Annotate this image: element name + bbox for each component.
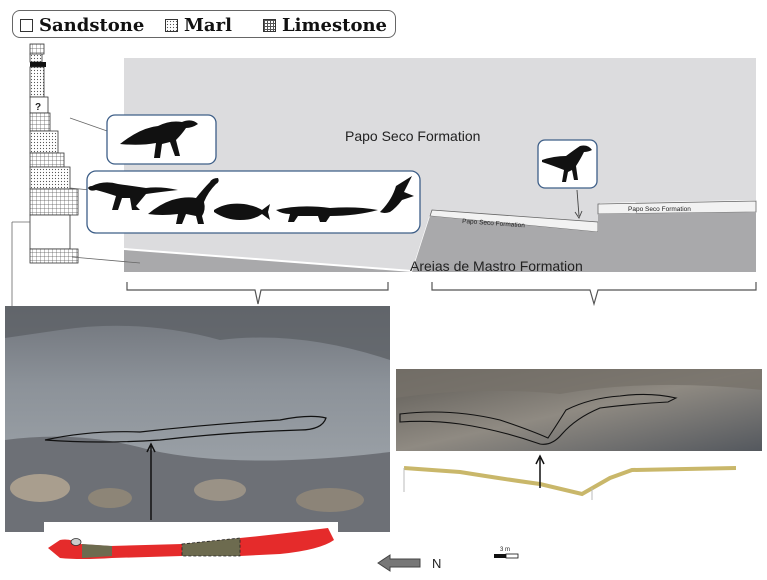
lithology-legend: Sandstone Marl Limestone (12, 10, 396, 38)
limestone-swatch-icon (263, 18, 276, 32)
legend-item-sandstone: Sandstone (20, 14, 144, 36)
arrow-left-icon (377, 554, 421, 572)
outcrop-photo-left (5, 306, 390, 532)
small-theropod-box (537, 139, 598, 189)
section-profile-line (403, 466, 737, 497)
bone-bed-outline-left (44, 415, 327, 443)
marl-swatch-icon (165, 18, 178, 32)
label-areias-de-mastro-formation: Areias de Mastro Formation (410, 258, 583, 274)
bone-bed-outline-right (399, 393, 678, 445)
areias-de-mastro-unit (124, 212, 756, 272)
scale-label: 3 m (500, 547, 510, 553)
crocodile-silhouette-icon (276, 206, 378, 222)
arrow-to-papo-seco (576, 189, 580, 217)
small-theropod-silhouette-icon (542, 145, 592, 182)
pterosaur-silhouette-icon (380, 176, 414, 213)
bone-bed-strip (44, 522, 338, 570)
iguanodontian-box (106, 114, 217, 165)
fauna-box (86, 170, 421, 234)
iguanodontian-silhouette-icon (120, 120, 198, 158)
legend-label-limestone: Limestone (282, 14, 387, 36)
north-label: N (432, 556, 441, 571)
outcrop-photo-right (396, 369, 762, 451)
scale-bar: 3 m (494, 547, 519, 559)
sandstone-swatch-icon (20, 18, 33, 32)
arrow-up-right-head-icon (535, 454, 545, 465)
arrow-head-icon (574, 210, 583, 219)
leader-line-iguanodon (69, 117, 111, 133)
bracket-left (126, 282, 389, 305)
legend-item-limestone: Limestone (263, 14, 387, 36)
label-papo-seco-formation: Papo Seco Formation (345, 128, 480, 144)
legend-label-sandstone: Sandstone (39, 14, 145, 36)
legend-item-marl: Marl (165, 14, 232, 36)
legend-label-marl: Marl (184, 14, 232, 36)
bracket-right (431, 282, 757, 307)
label-papo-seco-small-2: Papo Seco Formation (628, 206, 691, 213)
leader-line-areias (71, 256, 141, 264)
sauropod-silhouette-icon (148, 178, 219, 224)
theropod-silhouette-icon (88, 182, 178, 210)
stratigraphic-log: ? (29, 43, 79, 264)
label-papo-seco-small-1: Papo Seco Formation (462, 218, 526, 229)
arrow-up-left-head-icon (146, 442, 156, 453)
fish-silhouette-icon (214, 203, 270, 220)
log-question-mark: ? (35, 102, 41, 113)
